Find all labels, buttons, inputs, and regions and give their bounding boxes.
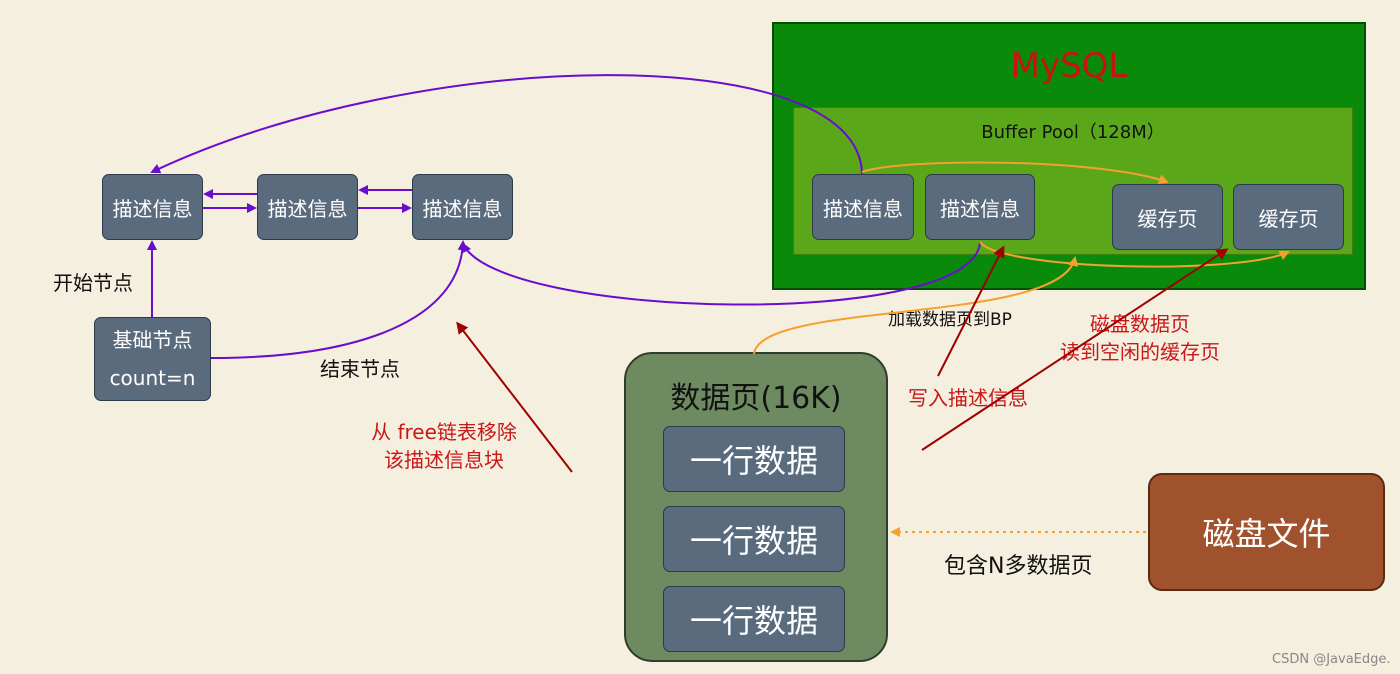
red-write-desc xyxy=(937,245,1005,377)
orange-desc2-cache2 xyxy=(979,241,1290,268)
disk-file[interactable]: 磁盘文件 xyxy=(1148,473,1385,591)
orange-desc1-cache1 xyxy=(861,161,1169,185)
bp-descriptor-2[interactable]: 描述信息 xyxy=(925,174,1035,240)
base-node[interactable]: 基础节点 count=n xyxy=(94,317,211,401)
cache-page-1[interactable]: 缓存页 xyxy=(1112,184,1223,250)
data-row-2[interactable]: 一行数据 xyxy=(663,506,845,572)
base-node-count: count=n xyxy=(109,366,196,390)
remove-free-line1: 从 free链表移除 xyxy=(371,420,517,444)
data-row-3[interactable]: 一行数据 xyxy=(663,586,845,652)
free-list-node-1[interactable]: 描述信息 xyxy=(102,174,203,240)
start-node-label: 开始节点 xyxy=(53,271,133,295)
write-desc-label: 写入描述信息 xyxy=(908,386,1028,410)
free-list-node-3[interactable]: 描述信息 xyxy=(412,174,513,240)
data-row-1[interactable]: 一行数据 xyxy=(663,426,845,492)
mysql-title: MySQL xyxy=(1010,46,1128,86)
cache-page-2[interactable]: 缓存页 xyxy=(1233,184,1344,250)
contains-pages-label: 包含N多数据页 xyxy=(944,554,1093,579)
buffer-pool-title: Buffer Pool（128M） xyxy=(981,122,1165,143)
watermark: CSDN @JavaEdge. xyxy=(1272,652,1391,667)
end-node-label: 结束节点 xyxy=(320,357,400,381)
remove-free-label: 从 free链表移除 该描述信息块 xyxy=(352,418,536,474)
free-list-node-2[interactable]: 描述信息 xyxy=(257,174,358,240)
disk-read-label: 磁盘数据页 读到空闲的缓存页 xyxy=(1040,310,1240,366)
red-disk-read xyxy=(921,248,1229,451)
link-bp-desc2-node3 xyxy=(462,241,981,306)
base-node-title: 基础节点 xyxy=(112,328,193,352)
link-bp-desc1-node1 xyxy=(150,74,863,175)
disk-read-line2: 读到空闲的缓存页 xyxy=(1060,340,1220,364)
bp-descriptor-1[interactable]: 描述信息 xyxy=(812,174,914,240)
remove-free-line2: 该描述信息块 xyxy=(384,448,504,472)
disk-read-line1: 磁盘数据页 xyxy=(1090,312,1190,336)
red-remove-free xyxy=(456,321,573,473)
load-to-bp-label: 加载数据页到BP xyxy=(888,310,1012,330)
link-base-end xyxy=(210,240,468,359)
orange-load-to-bp xyxy=(753,256,1079,355)
data-page-title: 数据页(16K) xyxy=(670,381,842,416)
